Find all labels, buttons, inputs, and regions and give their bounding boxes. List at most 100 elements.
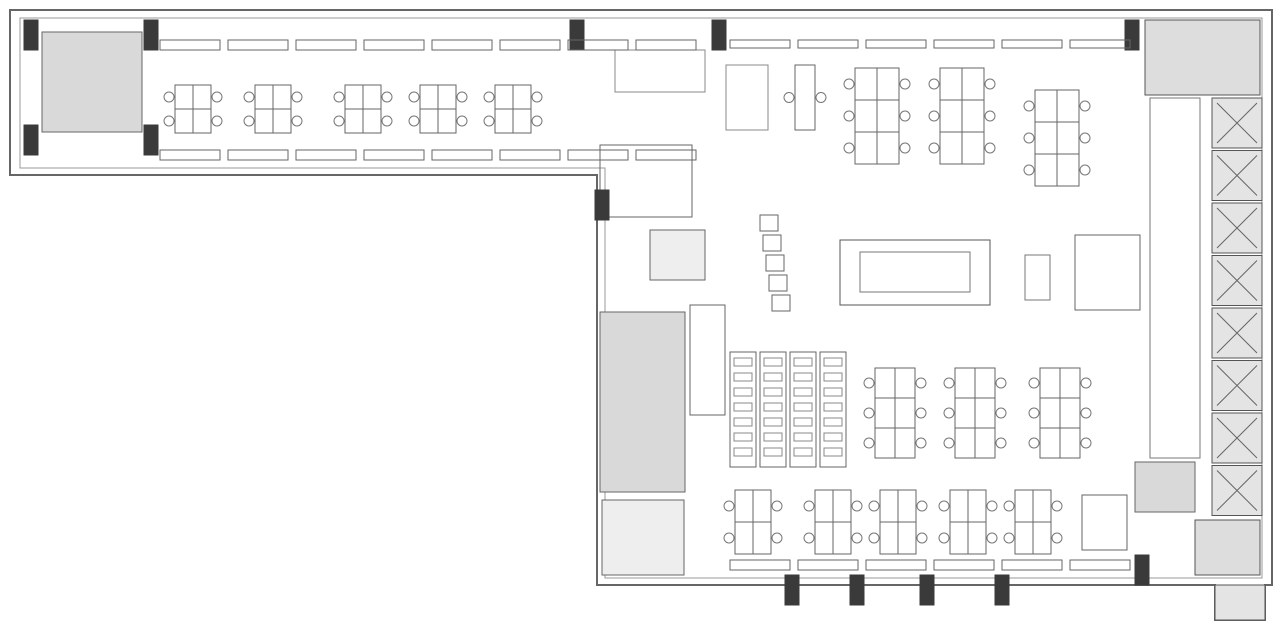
desk	[254, 84, 274, 110]
bench-desk-row	[759, 351, 787, 468]
window-bench	[431, 149, 493, 161]
desk	[174, 108, 194, 134]
desk	[854, 131, 878, 165]
bench-seat	[793, 417, 813, 427]
chair	[163, 91, 175, 103]
window-bench	[363, 39, 425, 51]
desk	[1014, 521, 1034, 555]
chair	[456, 91, 468, 103]
bench-seat	[763, 417, 783, 427]
bench-seat	[763, 372, 783, 382]
window-bench	[1001, 559, 1063, 571]
desk	[494, 84, 514, 110]
utility-room	[601, 499, 685, 576]
structural-column	[994, 574, 1010, 606]
chair	[943, 437, 955, 449]
chair	[943, 377, 955, 389]
chair	[943, 407, 955, 419]
chair	[211, 91, 223, 103]
chair	[783, 92, 795, 103]
window-bench	[295, 39, 357, 51]
structural-column	[594, 189, 610, 221]
desk	[512, 84, 532, 110]
desk	[1032, 521, 1052, 555]
chair	[291, 91, 303, 103]
window-bench	[431, 39, 493, 51]
desk	[1059, 367, 1081, 399]
chair	[771, 500, 783, 512]
window-bench	[295, 149, 357, 161]
desk	[894, 367, 916, 399]
desk	[437, 84, 457, 110]
chair	[984, 78, 996, 90]
side-table	[1024, 254, 1051, 301]
chair	[1080, 407, 1092, 419]
chair	[531, 115, 543, 127]
chair	[1051, 532, 1063, 544]
desk	[192, 84, 212, 110]
reception-area	[649, 229, 706, 281]
desk	[752, 521, 772, 555]
desk	[894, 427, 916, 459]
window-bench	[227, 39, 289, 51]
desk	[1034, 121, 1058, 155]
chair	[843, 110, 855, 122]
chair	[483, 115, 495, 127]
conference-table	[839, 239, 991, 306]
shaft-x-mark	[1216, 260, 1258, 301]
desk	[1059, 427, 1081, 459]
desk	[876, 67, 900, 101]
boardroom-table	[614, 49, 706, 93]
desk	[854, 99, 878, 133]
bench-seat	[763, 432, 783, 442]
storage-room	[599, 144, 693, 218]
desk	[344, 108, 364, 134]
desk	[832, 489, 852, 523]
desk	[876, 99, 900, 133]
chair	[1028, 437, 1040, 449]
structural-column	[143, 124, 159, 156]
round-table-room-south	[1081, 494, 1128, 551]
bench-seat	[793, 372, 813, 382]
chair	[938, 532, 950, 544]
chair	[723, 500, 735, 512]
bench-seat	[793, 357, 813, 367]
window-bench	[797, 39, 859, 49]
chair	[1051, 500, 1063, 512]
chair	[1023, 132, 1035, 144]
window-bench	[729, 559, 791, 571]
bench-seat	[733, 387, 753, 397]
bench-seat	[823, 357, 843, 367]
chair	[995, 437, 1007, 449]
bench-seat	[733, 357, 753, 367]
chair	[381, 91, 393, 103]
bench-seat	[733, 372, 753, 382]
chair	[986, 500, 998, 512]
lounge-seat	[771, 294, 791, 312]
desk	[362, 108, 382, 134]
chair	[843, 142, 855, 154]
desk	[734, 489, 754, 523]
structural-column	[23, 124, 39, 156]
window-bench	[865, 559, 927, 571]
lounge-room	[41, 31, 143, 133]
chair	[408, 91, 420, 103]
chair	[851, 532, 863, 544]
window-bench	[567, 39, 629, 51]
desk	[974, 427, 996, 459]
chair	[211, 115, 223, 127]
desk	[1014, 489, 1034, 523]
bench-seat	[733, 432, 753, 442]
desk	[967, 521, 987, 555]
service-room	[1134, 461, 1196, 513]
chair	[928, 142, 940, 154]
structural-column	[569, 19, 585, 51]
chair	[163, 115, 175, 127]
window-bench	[635, 39, 697, 51]
bench-seat	[763, 357, 783, 367]
desk	[272, 84, 292, 110]
window-bench	[159, 149, 221, 161]
chair	[899, 142, 911, 154]
lounge-seat	[768, 274, 788, 292]
